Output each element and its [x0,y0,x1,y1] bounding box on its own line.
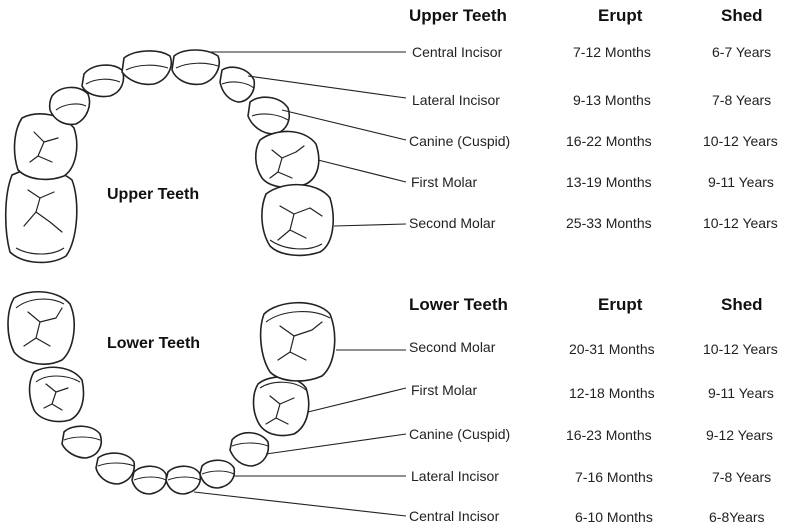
upper-arch [4,49,334,264]
lower-right-canine [229,431,270,467]
tooth-name: Lateral Incisor [411,468,499,484]
lower-right-central-incisor [165,465,202,495]
shed-value: 9-11 Years [708,385,774,401]
tooth-name: Central Incisor [409,508,500,524]
tooth-name: Canine (Cuspid) [409,133,511,149]
upper-jaw-label: Upper Teeth [107,186,200,203]
lower-left-first-molar [28,366,85,423]
leader-lower-first-molar [307,387,407,413]
leader-lower-canine [265,433,407,455]
erupt-value: 13-19 Months [566,174,652,190]
erupt-value: 12-18 Months [569,385,655,401]
lower-right-first-molar [252,376,310,437]
upper-right-lateral-incisor [219,66,256,103]
shed-value: 10-12 Years [703,341,778,357]
lower-right-second-molar [259,302,336,382]
tooth-name: Second Molar [409,339,496,355]
lower-left-canine [61,425,102,459]
leader-upper-lateral-incisor [247,75,407,99]
leader-upper-canine [281,109,407,141]
shed-value: 10-12 Years [703,133,778,149]
upper-right-second-molar [261,183,334,257]
lower-table-title: Lower Teeth [409,295,508,314]
tooth-name: First Molar [411,382,478,398]
upper-leader-lines [210,51,407,227]
erupt-value: 16-22 Months [566,133,652,149]
upper-table-title: Upper Teeth [409,6,507,25]
shed-value: 10-12 Years [703,215,778,231]
erupt-value: 16-23 Months [566,427,652,443]
shed-value: 9-11 Years [708,174,774,190]
erupt-value: 20-31 Months [569,341,655,357]
shed-value: 6-8Years [709,509,765,525]
erupt-value: 9-13 Months [573,92,651,108]
lower-erupt-header: Erupt [598,295,643,314]
upper-left-canine [48,86,91,126]
shed-value: 7-8 Years [712,469,772,485]
upper-right-first-molar [254,130,320,189]
upper-right-canine [247,96,290,135]
upper-right-central-incisor [171,49,220,86]
leader-lower-central-incisor [193,491,407,517]
lower-arch [7,290,336,495]
erupt-value: 7-12 Months [573,44,651,60]
upper-shed-header: Shed [721,6,763,25]
leader-upper-second-molar [333,223,407,227]
lower-right-lateral-incisor [199,459,236,489]
upper-left-second-molar [4,168,78,264]
tooth-name: First Molar [411,174,478,190]
lower-jaw-label: Lower Teeth [107,335,201,352]
lower-left-second-molar [7,290,75,365]
lower-left-lateral-incisor [95,452,136,485]
erupt-value: 6-10 Months [575,509,653,525]
shed-value: 9-12 Years [706,427,773,443]
tooth-name: Lateral Incisor [412,92,500,108]
shed-value: 7-8 Years [712,92,772,108]
lower-leader-lines [193,349,407,517]
tooth-name: Central Incisor [412,44,503,60]
upper-left-lateral-incisor [81,64,125,98]
lower-left-central-incisor [131,465,168,495]
erupt-value: 7-16 Months [575,469,653,485]
lower-shed-header: Shed [721,295,763,314]
leader-upper-first-molar [317,159,407,183]
upper-left-central-incisor [121,50,172,86]
shed-value: 6-7 Years [712,44,772,60]
tooth-name: Canine (Cuspid) [409,426,511,442]
upper-erupt-header: Erupt [598,6,643,25]
erupt-value: 25-33 Months [566,215,652,231]
tooth-name: Second Molar [409,215,496,231]
